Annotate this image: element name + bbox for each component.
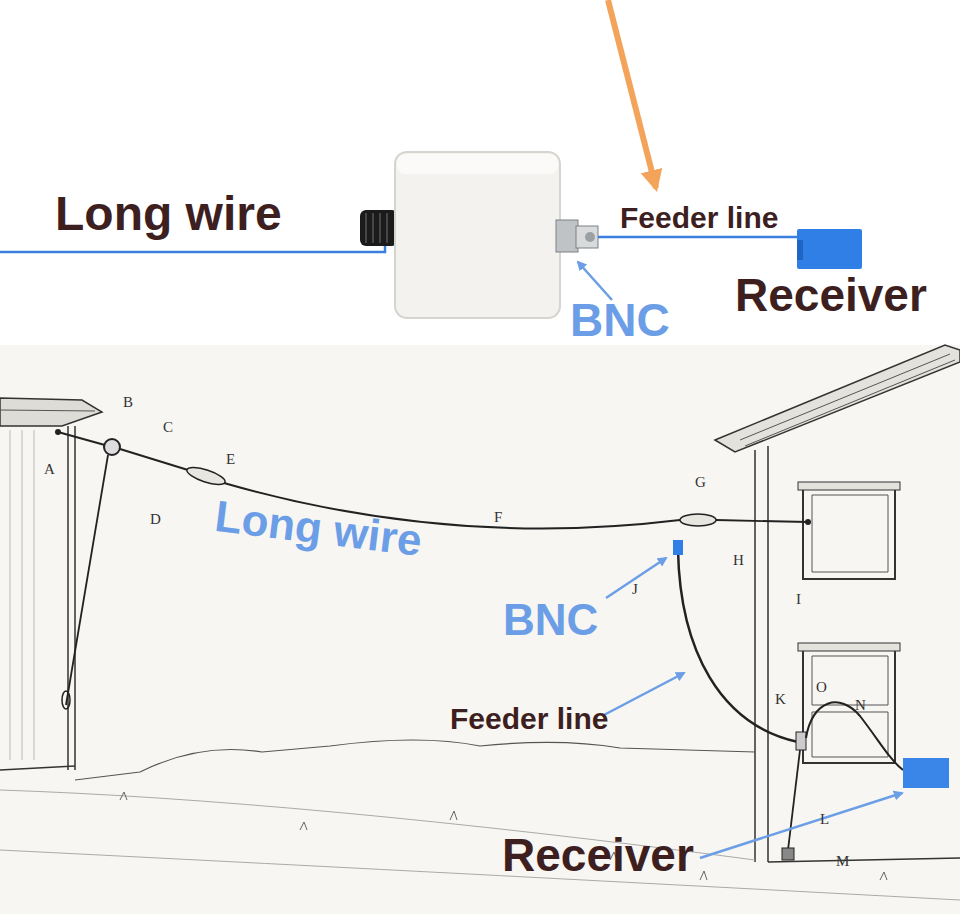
horizon-hills	[75, 740, 755, 780]
indoor-lead	[806, 702, 903, 770]
box-highlight	[397, 154, 558, 174]
ground-rod	[782, 848, 794, 860]
anchor-hook	[55, 429, 61, 435]
pointer-arrow	[602, 673, 684, 716]
pulley	[104, 439, 120, 455]
knob-ridges	[366, 213, 387, 243]
pointer-arrow	[700, 793, 902, 858]
pointer-arrow	[608, 0, 656, 188]
insulator	[680, 514, 716, 526]
callout-letter: C	[163, 420, 173, 435]
callout-letter: M	[836, 854, 849, 869]
callout-letter: A	[44, 462, 55, 477]
callout-letter: B	[123, 395, 133, 410]
callout-letter: O	[816, 680, 827, 695]
window-sash	[812, 495, 888, 572]
lead-in-cable	[678, 550, 798, 742]
illustration-background	[0, 345, 960, 914]
roof-hatching	[740, 354, 955, 446]
rope-cleat	[62, 691, 70, 709]
ground-wire	[788, 750, 800, 850]
callout-letter: J	[632, 582, 638, 597]
upper-window	[803, 487, 895, 579]
cornice-line	[0, 410, 95, 411]
ground-shading	[0, 790, 960, 900]
wall-hook	[805, 519, 811, 525]
right-house-wall	[755, 446, 768, 862]
bnc-connector	[556, 220, 578, 252]
left-building-wall	[68, 426, 75, 770]
callout-letter: G	[695, 475, 706, 490]
receiver-label: Receiver	[502, 832, 694, 878]
callout-letter: D	[150, 512, 161, 527]
callout-letter: F	[494, 510, 502, 525]
left-building-base	[0, 766, 75, 770]
feeder-line	[598, 236, 800, 239]
left-building-cornice	[0, 398, 102, 426]
receiver-symbol	[903, 758, 949, 788]
callout-letter: N	[855, 698, 866, 713]
bnc-pin	[585, 232, 595, 242]
pointer-arrow	[606, 558, 666, 598]
pulley-rope	[66, 455, 108, 705]
window-lintel	[798, 482, 900, 490]
connector-label: BNC	[503, 598, 598, 642]
pointer-arrow	[578, 262, 612, 300]
callout-letter: E	[226, 452, 235, 467]
right-house-roof	[715, 345, 960, 452]
end-wire	[716, 520, 808, 522]
halyard	[120, 449, 188, 470]
window-lintel	[798, 643, 900, 651]
bnc-connector	[673, 540, 683, 555]
house-ground-line	[768, 858, 960, 862]
wire-label: Long wire	[55, 190, 282, 238]
connector-label: BNC	[570, 297, 670, 343]
wire-terminal-knob	[360, 210, 398, 246]
bnc-connector	[576, 226, 598, 248]
receiver-symbol	[797, 229, 862, 269]
receiver-port	[797, 240, 803, 260]
matching-box	[395, 152, 560, 318]
feeder-label: Feeder line	[450, 704, 608, 734]
callout-letter: L	[820, 812, 829, 827]
insulator	[185, 464, 227, 488]
feeder-label: Feeder line	[620, 203, 778, 233]
lead-in-insulator	[796, 732, 806, 750]
callout-letter: H	[733, 553, 744, 568]
wall-shading	[10, 430, 34, 760]
callout-letter: K	[775, 692, 786, 707]
receiver-label: Receiver	[735, 272, 927, 318]
callout-letter: I	[796, 592, 801, 607]
